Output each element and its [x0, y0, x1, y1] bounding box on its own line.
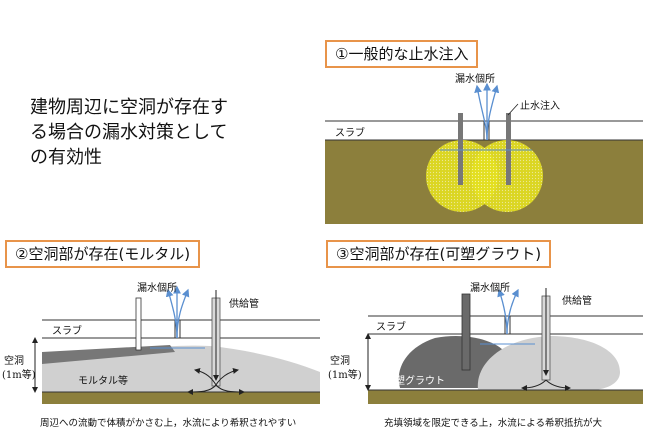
- intro-line: 建物周辺に空洞が存在す: [30, 97, 228, 118]
- leader-line: [507, 103, 519, 116]
- material-label: モルタル等: [78, 376, 128, 387]
- cavity-label: 空洞: [4, 356, 24, 367]
- panel2-figure: [32, 285, 320, 404]
- leak-arrow: [165, 288, 178, 339]
- intro-line: の有効性: [30, 147, 102, 168]
- panel1-figure: [325, 82, 643, 224]
- panel3-figure: [365, 288, 643, 404]
- leak-label: 漏水個所: [137, 283, 177, 294]
- panel1-title: ①一般的な止水注入: [325, 40, 479, 68]
- injection-pipe-right: [506, 113, 511, 185]
- panel2-title: ②空洞部が存在(モルタル): [5, 240, 201, 268]
- intro-text: 建物周辺に空洞が存在す る場合の漏水対策として の有効性: [30, 95, 290, 170]
- injection-label: 止水注入: [520, 101, 560, 112]
- slab-label: スラブ: [376, 322, 406, 333]
- panel3-caption: 充填領域を限定できる上，水流による希釈抵抗が大: [384, 418, 603, 429]
- spread-arrow: [545, 379, 571, 391]
- soil-strip: [368, 390, 643, 404]
- panel2-caption: 周辺への流動で体積がかさむ上，水流により希釈されやすい: [40, 418, 297, 429]
- intro-line: る場合の漏水対策として: [30, 122, 228, 143]
- leak-arrow: [474, 84, 488, 141]
- cavity-label: 空洞: [330, 356, 350, 367]
- leak-label: 漏水個所: [470, 283, 510, 294]
- material-label: 可塑グラウト: [385, 376, 445, 387]
- mortar-dark-wedge: [42, 345, 175, 364]
- leak-arrow: [497, 288, 508, 335]
- pipe-label: 供給管: [229, 299, 259, 310]
- cavity-size-label: (1m等): [2, 370, 36, 381]
- pipe: [135, 297, 142, 351]
- injection-pipe-left: [458, 113, 463, 185]
- slab-label: スラブ: [52, 326, 82, 337]
- panel3-title: ③空洞部が存在(可塑グラウト): [326, 240, 552, 268]
- pipe: [461, 293, 471, 371]
- spread-arrow: [521, 379, 547, 391]
- pipe-label: 供給管: [562, 296, 592, 307]
- spread-arrow: [187, 384, 217, 395]
- grout-dark: [398, 335, 505, 388]
- cavity-size-label: (1m等): [328, 370, 362, 381]
- soil-strip: [42, 392, 320, 404]
- spread-arrow: [194, 368, 217, 386]
- spread-arrow: [215, 368, 239, 386]
- leak-label: 漏水個所: [455, 74, 495, 85]
- slab-label: スラブ: [335, 128, 365, 139]
- spread-arrow: [215, 384, 245, 395]
- leak-arrow: [506, 288, 519, 335]
- leak-arrow: [176, 288, 190, 339]
